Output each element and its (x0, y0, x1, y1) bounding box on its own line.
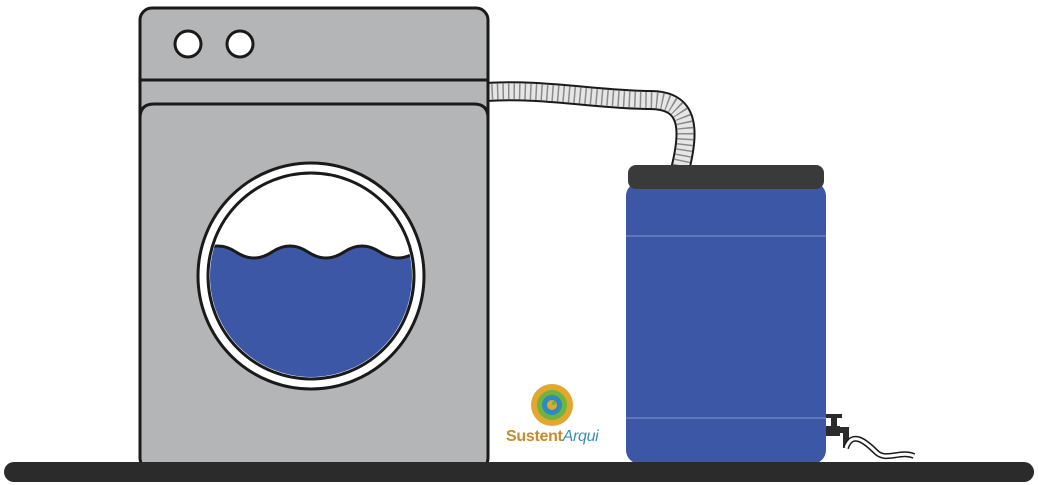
barrel-lid (628, 165, 824, 189)
floor (4, 462, 1034, 482)
rain-barrel-icon (626, 165, 826, 464)
washing-machine-icon (140, 8, 488, 470)
faucet-icon (826, 414, 914, 456)
knob-icon (175, 31, 201, 57)
spiral-logo-icon (531, 384, 573, 426)
barrel-body (626, 182, 826, 464)
brand-logo-text: SustentArqui (506, 428, 598, 446)
brand-word-italic: Arqui (563, 428, 599, 445)
knob-icon (227, 31, 253, 57)
drain-hose-icon (486, 91, 686, 170)
brand-word-bold: Sustent (506, 428, 563, 445)
